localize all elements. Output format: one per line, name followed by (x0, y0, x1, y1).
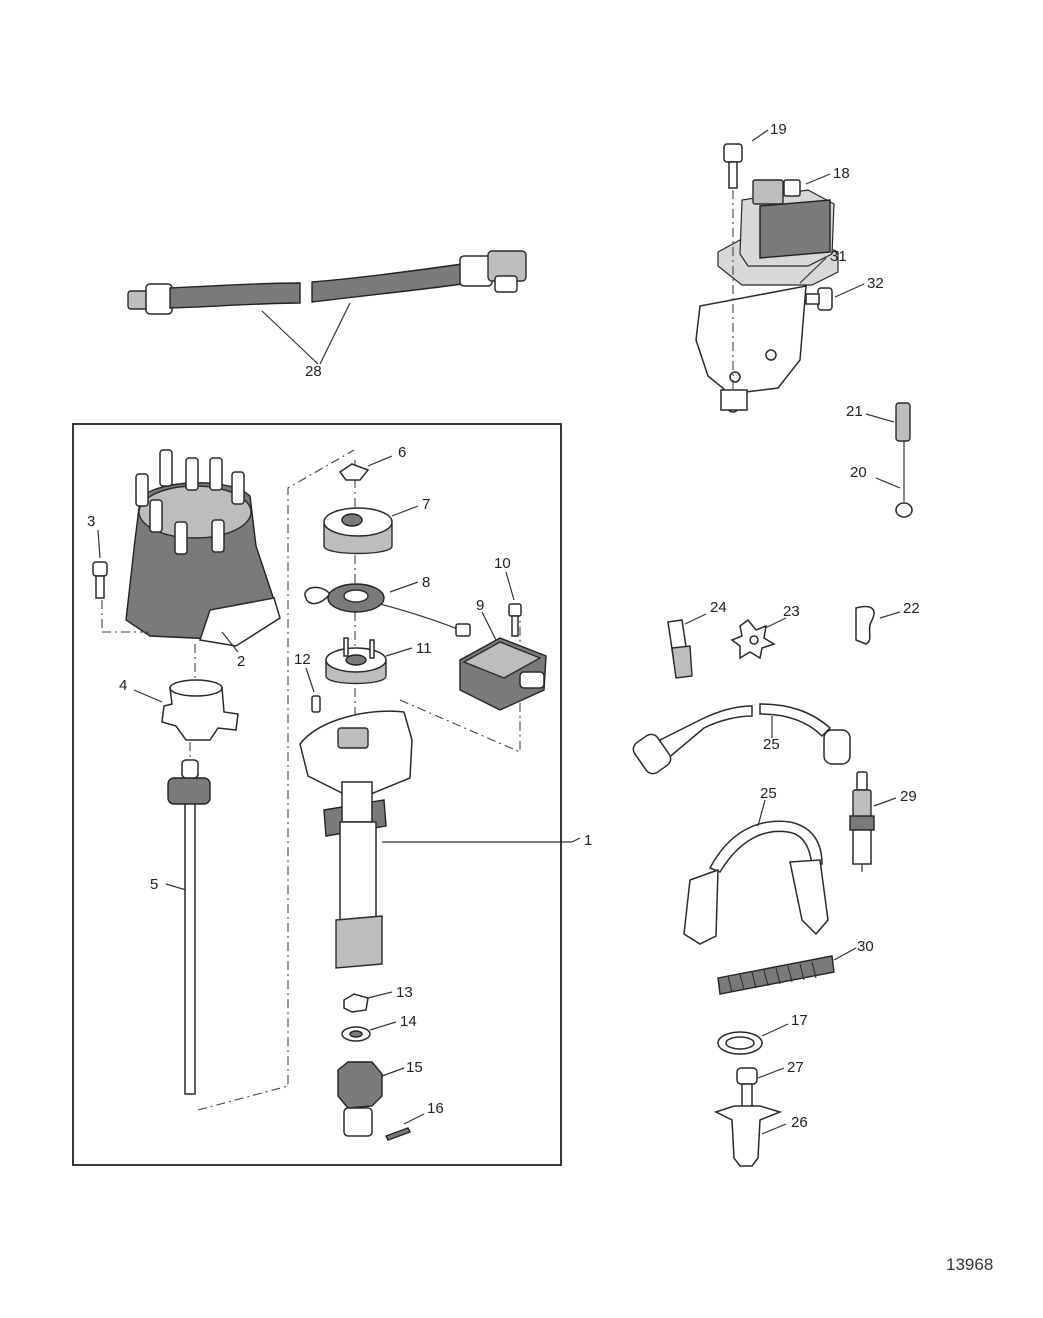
wiring-harness-part (127, 250, 527, 315)
callout-25-upper: 25 (763, 736, 780, 753)
distributor-assembly-box (72, 423, 562, 1166)
washer-part (717, 1031, 763, 1055)
spark-plug-wire-upper-part (632, 703, 851, 775)
callout-32: 32 (867, 275, 884, 292)
wire-clip-part (667, 619, 693, 679)
spark-plug-wire-lower-part (683, 820, 829, 945)
callout-8: 8 (422, 574, 430, 591)
callout-23: 23 (783, 603, 800, 620)
callout-19: 19 (770, 121, 787, 138)
ignition-coil-part (695, 179, 839, 413)
callout-5: 5 (150, 876, 158, 893)
callout-21: 21 (846, 403, 863, 420)
roll-pin-part (385, 1127, 411, 1141)
callout-24: 24 (710, 599, 727, 616)
callout-15: 15 (406, 1059, 423, 1076)
pin-part (311, 695, 321, 713)
ground-strap-part (895, 402, 913, 518)
callout-29: 29 (900, 788, 917, 805)
wire-retainer-part (855, 605, 875, 645)
callout-22: 22 (903, 600, 920, 617)
gasket-part (338, 463, 370, 481)
callout-14: 14 (400, 1013, 417, 1030)
callout-18: 18 (833, 165, 850, 182)
callout-4: 4 (119, 677, 127, 694)
callout-28: 28 (305, 363, 322, 380)
distributor-cap-part (125, 449, 281, 647)
spark-plug-part (849, 771, 875, 872)
callout-13: 13 (396, 984, 413, 1001)
callout-27: 27 (787, 1059, 804, 1076)
cap-adapter-part (161, 679, 239, 741)
pickup-coil-part (304, 583, 471, 637)
callout-11: 11 (416, 640, 432, 657)
callout-25-lower: 25 (760, 785, 777, 802)
callout-2: 2 (237, 653, 245, 670)
distributor-housing-part (299, 710, 413, 969)
module-screw-part (508, 603, 522, 637)
ignition-module-part (459, 637, 547, 711)
figure-number: 13968 (946, 1255, 993, 1274)
bracket-screw-part (805, 287, 833, 311)
cap-screw-part (92, 561, 108, 599)
callout-9: 9 (476, 597, 484, 614)
callout-1: 1 (584, 832, 592, 849)
callout-26: 26 (791, 1114, 808, 1131)
callout-31: 31 (830, 248, 847, 265)
drive-shaft-part (167, 742, 211, 1095)
coil-screw-part (723, 143, 743, 189)
rotor-part (323, 507, 393, 555)
spark-plug-wire-separator-part (730, 618, 776, 660)
pole-piece-part (325, 637, 387, 685)
clamp-screw-part (736, 1067, 758, 1109)
callout-16: 16 (427, 1100, 444, 1117)
thrust-washer-part (343, 993, 369, 1013)
callout-7: 7 (422, 496, 430, 513)
callout-30: 30 (857, 938, 874, 955)
spring-part (717, 955, 835, 995)
callout-17: 17 (791, 1012, 808, 1029)
callout-10: 10 (494, 555, 511, 572)
callout-20: 20 (850, 464, 867, 481)
distributor-clamp-part (714, 1105, 783, 1167)
callout-12: 12 (294, 651, 311, 668)
callout-3: 3 (87, 513, 95, 530)
callout-6: 6 (398, 444, 406, 461)
drive-gear-part (337, 1061, 383, 1137)
washer-part-14 (341, 1026, 371, 1042)
